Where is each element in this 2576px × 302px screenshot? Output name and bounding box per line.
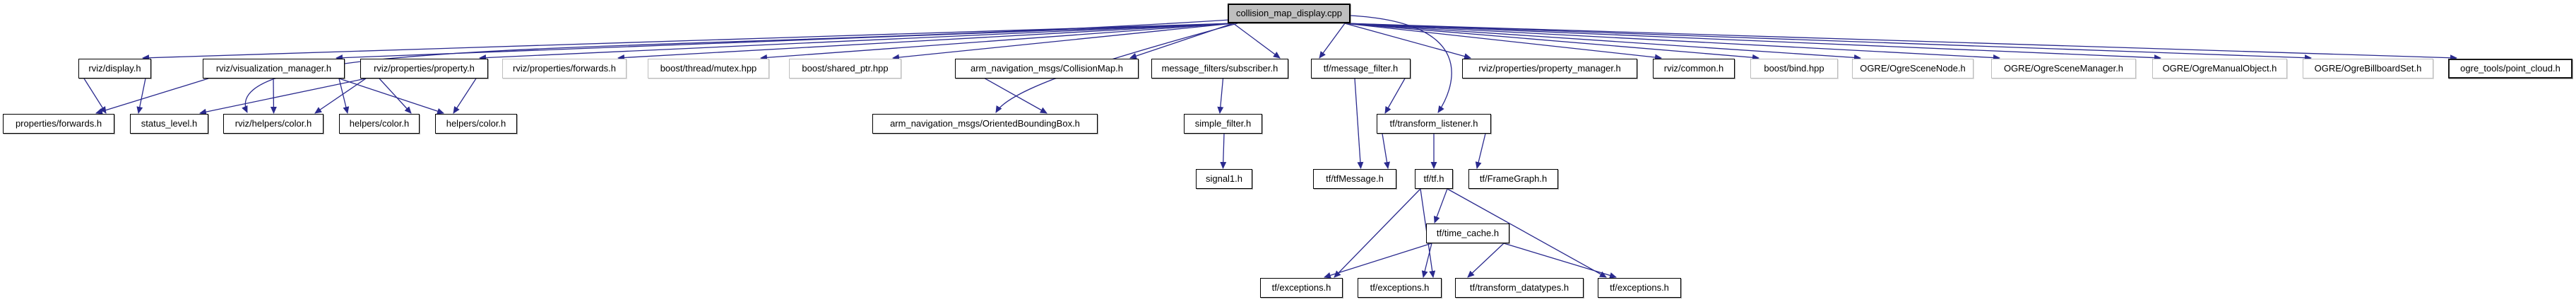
node-rviz-visualization-manager-h[interactable]: rviz/visualization_manager.h: [203, 59, 345, 79]
edge-root-n8: [1233, 23, 1281, 59]
edge-root-n10: [1344, 23, 1471, 59]
node-helpers-color-h[interactable]: helpers/color.h: [435, 114, 517, 134]
edge-n30-n32: [1421, 243, 1432, 278]
edge-n30-n31: [1324, 243, 1432, 279]
edge-n2-n21: [338, 78, 350, 114]
edge-n9-n25: [1384, 78, 1406, 114]
edge-n3-n22: [453, 78, 477, 114]
edge-n25-n29: [1475, 133, 1486, 169]
edge-n2-n18: [95, 78, 209, 115]
node-ogre-ogrebillboardset-h: OGRE/OgreBillboardSet.h: [2303, 59, 2433, 79]
node-tf-message-filter-h[interactable]: tf/message_filter.h: [1311, 59, 1411, 79]
node-rviz-display-h[interactable]: rviz/display.h: [78, 59, 151, 79]
node-simple-filter-h[interactable]: simple_filter.h: [1184, 114, 1262, 134]
edge-root-n16: [1344, 23, 2312, 62]
edges-group: [83, 15, 2457, 279]
node-message-filters-subscriber-h[interactable]: message_filters/subscriber.h: [1151, 59, 1288, 79]
node-signal1-h[interactable]: signal1.h: [1196, 169, 1252, 189]
root-node-collision-map-display-cpp: collision_map_display.cpp: [1228, 4, 1351, 23]
node-rviz-properties-property-manager-h[interactable]: rviz/properties/property_manager.h: [1462, 59, 1637, 79]
node-tf-exceptions-h[interactable]: tf/exceptions.h: [1260, 278, 1343, 298]
node-arm-navigation-msgs-collisionmap-h[interactable]: arm_navigation_msgs/CollisionMap.h: [955, 59, 1139, 79]
node-boost-thread-mutex-hpp: boost/thread/mutex.hpp: [648, 59, 769, 79]
edge-root-n9: [1319, 23, 1346, 59]
node-ogre-ogrescenenode-h: OGRE/OgreSceneNode.h: [1852, 59, 1973, 79]
edge-root-n6: [892, 23, 1234, 61]
node-rviz-properties-property-h[interactable]: rviz/properties/property.h: [360, 59, 488, 79]
edge-n3-n19: [199, 78, 367, 115]
edge-n8-n24: [1217, 78, 1224, 114]
edge-root-n7: [1129, 23, 1234, 59]
node-tf-tf-h[interactable]: tf/tf.h: [1415, 169, 1453, 189]
edge-n2-n22: [338, 78, 444, 115]
node-ogre-tools-point-cloud-h[interactable]: ogre_tools/point_cloud.h: [2448, 59, 2572, 79]
node-boost-bind-hpp: boost/bind.hpp: [1750, 59, 1838, 79]
node-arm-navigation-msgs-orientedboundingbox-h[interactable]: arm_navigation_msgs/OrientedBoundingBox.…: [872, 114, 1098, 134]
node-properties-forwards-h[interactable]: properties/forwards.h: [3, 114, 114, 134]
edge-root-n15: [1344, 23, 2161, 62]
edge-n30-n33: [1467, 243, 1504, 278]
node-tf-exceptions-h[interactable]: tf/exceptions.h: [1358, 278, 1442, 298]
edge-n24-n26: [1220, 133, 1227, 169]
edge-n1-n18: [83, 78, 107, 114]
edge-root-n17: [1344, 23, 2457, 62]
node-status-level-h[interactable]: status_level.h: [130, 114, 208, 134]
node-tf-transform-datatypes-h[interactable]: tf/transform_datatypes.h: [1455, 278, 1584, 298]
node-rviz-helpers-color-h[interactable]: rviz/helpers/color.h: [223, 114, 324, 134]
edge-n2-n20: [270, 78, 277, 114]
edge-n3-n21: [379, 78, 412, 114]
node-rviz-common-h[interactable]: rviz/common.h: [1653, 59, 1735, 79]
edge-n28-n30: [1433, 188, 1448, 223]
edge-n9-n27: [1354, 78, 1364, 169]
node-helpers-color-h[interactable]: helpers/color.h: [339, 114, 420, 134]
edge-root-n13: [1344, 23, 1861, 61]
node-tf-framegraph-h[interactable]: tf/FrameGraph.h: [1468, 169, 1558, 189]
edge-n28-n31: [1334, 188, 1421, 278]
edge-root-n11: [1344, 23, 1662, 61]
edge-n7-n23: [985, 78, 1047, 114]
edge-n3-n20: [314, 78, 367, 114]
node-ogre-ogremanualobject-h: OGRE/OgreManualObject.h: [2152, 59, 2287, 79]
node-rviz-properties-forwards-h: rviz/properties/forwards.h: [502, 59, 627, 79]
node-tf-time-cache-h[interactable]: tf/time_cache.h: [1426, 223, 1509, 243]
edge-n30-n34: [1503, 243, 1617, 279]
edge-root-n3: [479, 23, 1234, 62]
node-tf-transform-listener-h[interactable]: tf/transform_listener.h: [1377, 114, 1491, 134]
node-boost-shared-ptr-hpp: boost/shared_ptr.hpp: [789, 59, 901, 79]
edge-n1-n19: [136, 78, 146, 114]
edge-root-n14: [1344, 23, 2000, 62]
edge-root-n1: [142, 23, 1234, 62]
node-ogre-ogrescenemanager-h: OGRE/OgreSceneManager.h: [1991, 59, 2136, 79]
edge-root-n2: [336, 23, 1234, 62]
node-tf-exceptions-h[interactable]: tf/exceptions.h: [1598, 278, 1681, 298]
node-tf-tfmessage-h[interactable]: tf/tfMessage.h: [1313, 169, 1396, 189]
edge-root-n5: [760, 23, 1234, 61]
edge-root-n4: [617, 23, 1234, 61]
edge-root-n12: [1344, 23, 1759, 61]
edge-n25-n27: [1382, 133, 1390, 169]
